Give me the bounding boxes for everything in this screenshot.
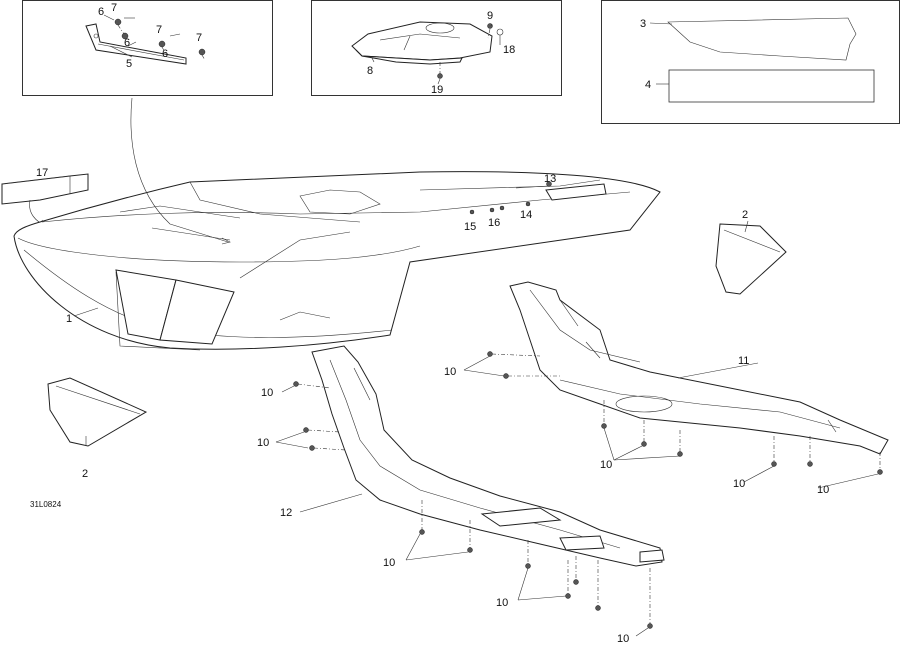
liner-part-11 — [509, 281, 889, 455]
callout-6: 6 — [124, 37, 130, 49]
callout-10: 10 — [600, 459, 612, 471]
decal-parts — [667, 17, 875, 103]
trim-strip-part — [85, 17, 206, 65]
callout-10: 10 — [617, 633, 629, 645]
callout-10: 10 — [257, 437, 269, 449]
callout-4: 4 — [645, 79, 651, 91]
callout-10: 10 — [496, 597, 508, 609]
callout-13: 13 — [544, 173, 556, 185]
callout-leaders — [73, 14, 879, 637]
callout-6: 6 — [162, 48, 168, 60]
console-cover-part — [351, 21, 504, 79]
callout-7: 7 — [156, 24, 162, 36]
callout-10: 10 — [817, 484, 829, 496]
callout-9: 9 — [487, 10, 493, 22]
fastener-bolts — [293, 351, 883, 629]
callout-12: 12 — [280, 507, 292, 519]
callout-8: 8 — [367, 65, 373, 77]
callout-2: 2 — [82, 468, 88, 480]
callout-14: 14 — [520, 209, 532, 221]
callout-1: 1 — [66, 313, 72, 325]
inset-decals — [601, 0, 900, 124]
callout-10: 10 — [444, 366, 456, 378]
callout-7: 7 — [111, 2, 117, 14]
block-17 — [1, 173, 89, 227]
callout-labels: 6 7 6 7 6 7 5 9 18 8 19 3 4 17 1 2 2 13 … — [30, 2, 829, 645]
side-panel-2 — [47, 223, 787, 447]
callout-11: 11 — [738, 355, 749, 367]
callout-10: 10 — [733, 478, 745, 490]
callout-15: 15 — [464, 221, 476, 233]
callout-18: 18 — [503, 44, 515, 56]
reference-code: 31L0824 — [30, 500, 62, 509]
callout-16: 16 — [488, 217, 500, 229]
inset-trim-strip — [22, 0, 273, 96]
liner-part-12 — [311, 345, 665, 567]
callout-3: 3 — [640, 18, 646, 30]
callout-7: 7 — [196, 32, 202, 44]
hull-part-1 — [13, 97, 661, 351]
callout-10: 10 — [261, 387, 273, 399]
callout-10: 10 — [383, 557, 395, 569]
callout-2: 2 — [742, 209, 748, 221]
callout-17: 17 — [36, 167, 48, 179]
callout-6: 6 — [98, 6, 104, 18]
callout-5: 5 — [126, 58, 132, 70]
callout-19: 19 — [431, 84, 443, 96]
